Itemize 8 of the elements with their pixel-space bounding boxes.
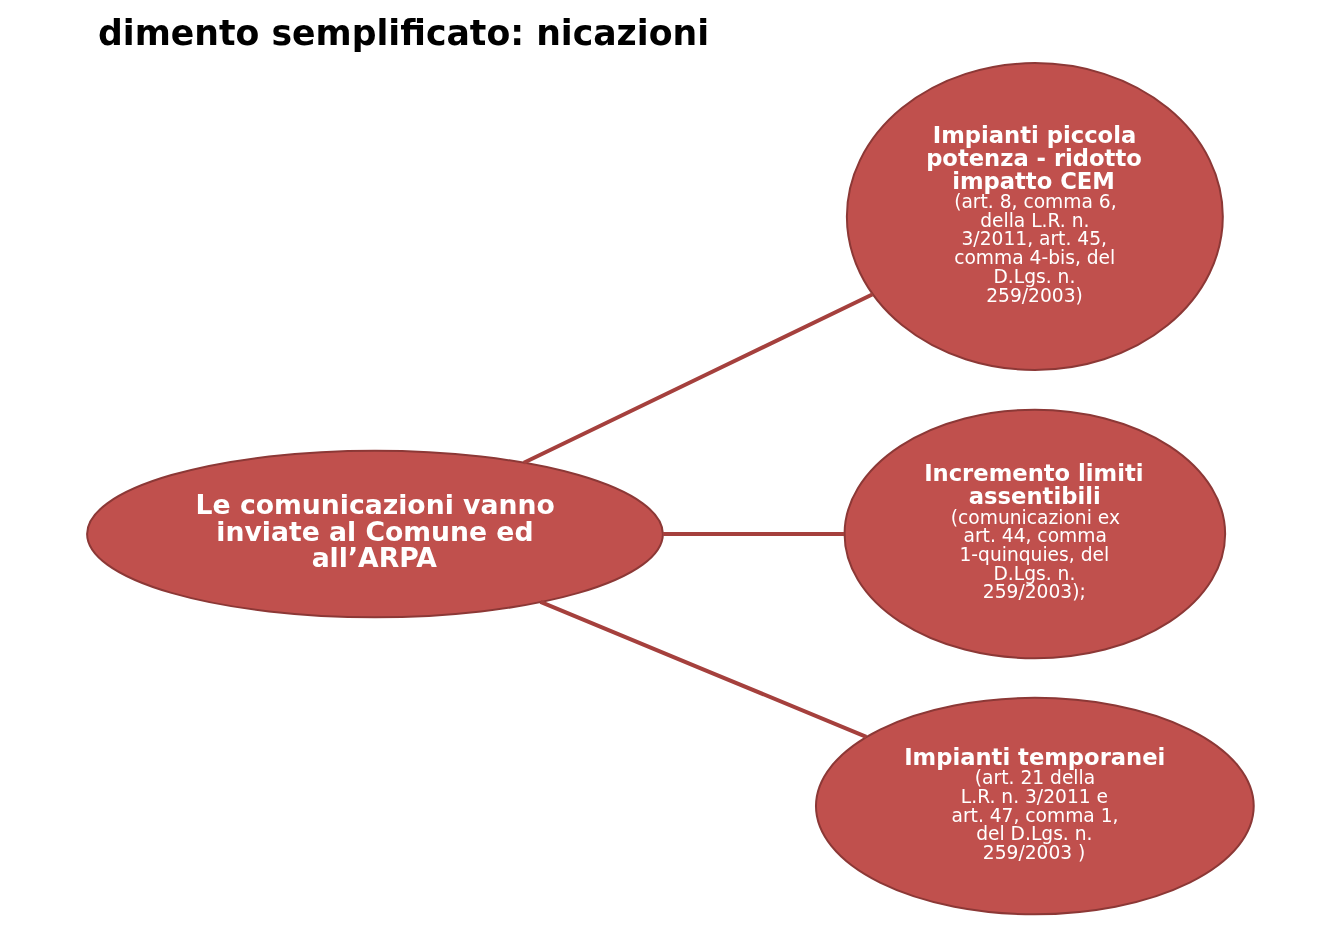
node-ellipse: Le comunicazioni vanno inviate al Comune ed all’ARPA [86,449,664,619]
node-ellipse: Incremento limiti assentibili (comunicazioni ex art. 44, comma 1-quinquies, del D.Lgs. n. 259/2003); [843,408,1227,660]
diagram-title: dimento semplificato: nicazioni [98,13,710,54]
node-ellipse: Impianti temporanei (art. 21 della L.R. n. 3/2011 e art. 47, comma 1, del D.Lgs. n. 259/2003 ) [814,696,1255,916]
connector [662,532,845,536]
connector [539,600,868,739]
node-ellipse: Impianti piccola potenza - ridotto impatto CEM (art. 8, comma 6, della L.R. n. 3/2011, art. 45, comma 4-bis, del D.Lgs. n. 259/2003) [845,62,1224,371]
connector [522,292,874,465]
